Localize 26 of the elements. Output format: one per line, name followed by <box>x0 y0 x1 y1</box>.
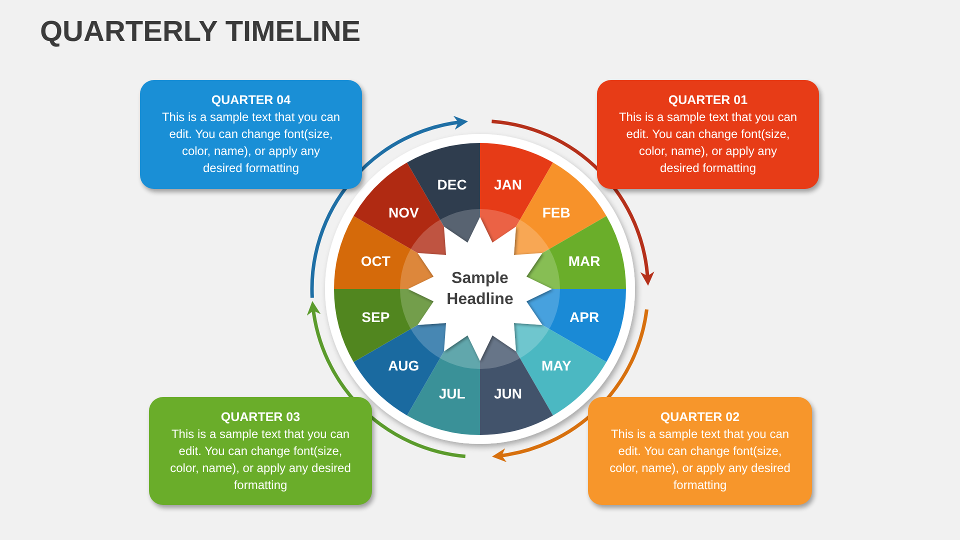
month-label: SEP <box>362 308 390 325</box>
month-label: NOV <box>388 204 419 221</box>
month-label: JUL <box>438 385 466 402</box>
page-title: QUARTERLY TIMELINE <box>40 16 361 49</box>
info-card <box>597 80 819 189</box>
card-heading: QUARTER 04 <box>211 92 291 109</box>
card-heading: QUARTER 01 <box>668 92 748 109</box>
card-text: This is a sample text that you can edit. You can change font(size, color, name), or apply any desired formatting <box>618 109 798 177</box>
info-card <box>140 80 362 189</box>
month-label: FEB <box>542 204 570 221</box>
card-text: This is a sample text that you can edit. You can change font(size, color, name), or apply any desired formatting <box>170 426 351 494</box>
card-heading: QUARTER 03 <box>220 408 300 426</box>
info-card <box>588 397 812 505</box>
card-text: This is a sample text that you can edit. You can change font(size, color, name), or apply any desired formatting <box>161 109 341 177</box>
card-heading: QUARTER 02 <box>660 408 740 426</box>
month-label: JUN <box>494 385 522 402</box>
info-card <box>149 397 372 505</box>
month-label: MAR <box>568 253 600 270</box>
month-label: DEC <box>437 176 467 193</box>
card-text: This is a sample text that you can edit. You can change font(size, color, name), or apply any desired formatting <box>609 426 791 494</box>
month-label: OCT <box>360 253 390 270</box>
month-label: JAN <box>494 176 522 193</box>
month-label: AUG <box>388 357 420 374</box>
headline-text: Sample Headline <box>446 269 514 310</box>
month-label: APR <box>570 308 600 325</box>
month-label: MAY <box>541 357 572 374</box>
